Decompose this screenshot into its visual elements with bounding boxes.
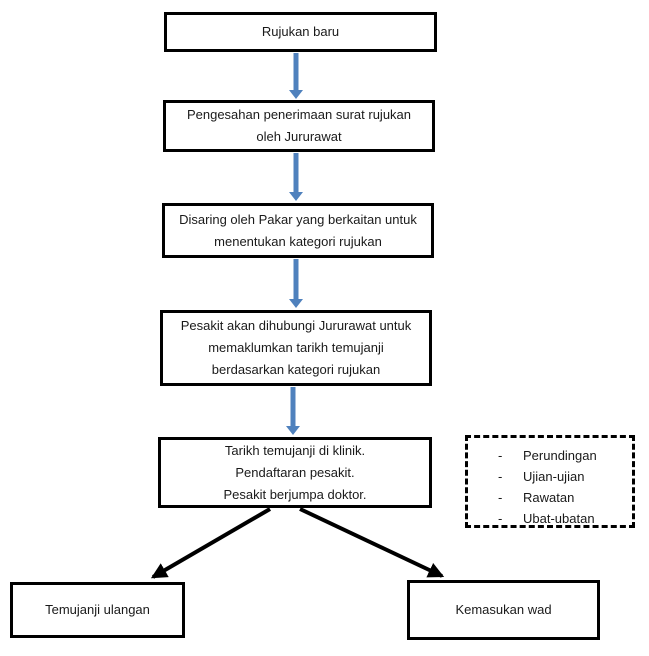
arrow-klinik-to-kemasukan-wad [299,507,445,578]
flow-node-temujanji-ulangan: Temujanji ulangan [10,582,185,638]
bullet-dash: - [498,469,503,484]
flow-node-text: Disaring oleh Pakar yang berkaitan untuk [179,211,417,227]
bullet-dash: - [498,448,503,463]
flow-node-text: menentukan kategori rujukan [214,233,382,249]
side-note-item: - Perundingan [468,445,632,466]
flow-node-text: Kemasukan wad [455,602,552,617]
flow-node-pesakit-dihubungi: Pesakit akan dihubungi Jururawat untuk m… [160,310,432,386]
arrow-pengesahan-to-disaring [289,153,303,201]
side-note-label: Perundingan [523,448,597,463]
flow-node-tarikh-temujanji-klinik: Tarikh temujanji di klinik. Pendaftaran … [158,437,432,508]
side-note-box: - Perundingan - Ujian-ujian - Rawatan - … [465,435,635,528]
flow-node-disaring-pakar: Disaring oleh Pakar yang berkaitan untuk… [162,203,434,258]
side-note-label: Rawatan [523,490,575,505]
side-note-label: Ubat-ubatan [523,511,595,526]
flow-node-text: Pendaftaran pesakit. [235,464,355,480]
bullet-dash: - [498,490,503,505]
flow-node-rujukan-baru: Rujukan baru [164,12,437,52]
flow-node-text: Temujanji ulangan [45,602,150,617]
flow-node-text: Tarikh temujanji di klinik. [224,442,366,458]
arrow-dihubungi-to-klinik [286,387,300,435]
flow-node-text: berdasarkan kategori rujukan [211,362,381,377]
flow-node-text: Pengesahan penerimaan surat rujukan [186,107,412,122]
flow-node-pengesahan-penerimaan: Pengesahan penerimaan surat rujukan oleh… [163,100,435,152]
arrow-rujukan-to-pengesahan [289,53,303,99]
side-note-item: - Rawatan [468,487,632,508]
arrow-disaring-to-dihubungi [289,259,303,308]
side-note-item: - Ujian-ujian [468,466,632,487]
flow-node-text: oleh Jururawat [256,129,342,144]
bullet-dash: - [498,511,503,526]
arrow-klinik-to-temujanji-ulangan [150,507,272,579]
flow-node-text: Pesakit berjumpa doktor. [223,486,367,502]
side-note-label: Ujian-ujian [523,469,585,484]
flow-node-kemasukan-wad: Kemasukan wad [407,580,600,640]
side-note-item: - Ubat-ubatan [468,508,632,529]
flow-node-text: Rujukan baru [261,24,340,39]
flow-node-text: Pesakit akan dihubungi Jururawat untuk [180,318,412,333]
flow-node-text: memaklumkan tarikh temujanji [208,340,384,355]
